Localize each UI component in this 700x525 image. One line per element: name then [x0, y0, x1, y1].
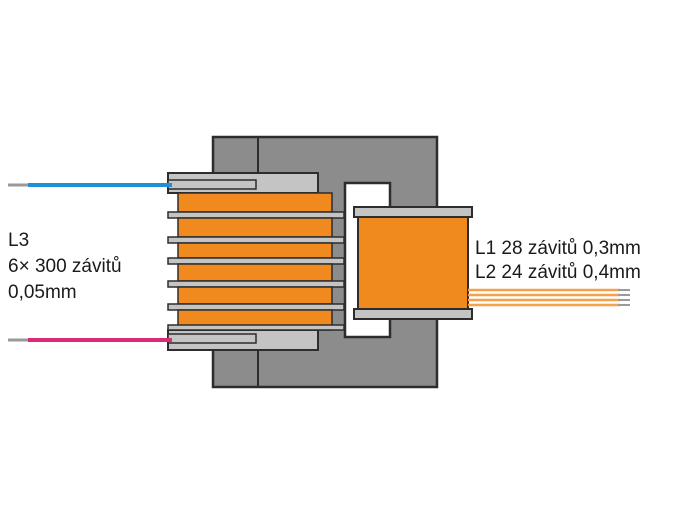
label-l3-turns: 6× 300 závitů — [8, 256, 122, 277]
label-l3-wire: 0,05mm — [8, 282, 77, 303]
winding-l3 — [167, 172, 345, 351]
winding-l1-l2 — [353, 206, 473, 320]
label-l3-name: L3 — [8, 230, 30, 251]
label-l1: L1 28 závitů 0,3mm — [475, 238, 641, 259]
label-l2: L2 24 závitů 0,4mm — [475, 262, 641, 283]
wire-l1-l2-bundle — [468, 288, 630, 307]
